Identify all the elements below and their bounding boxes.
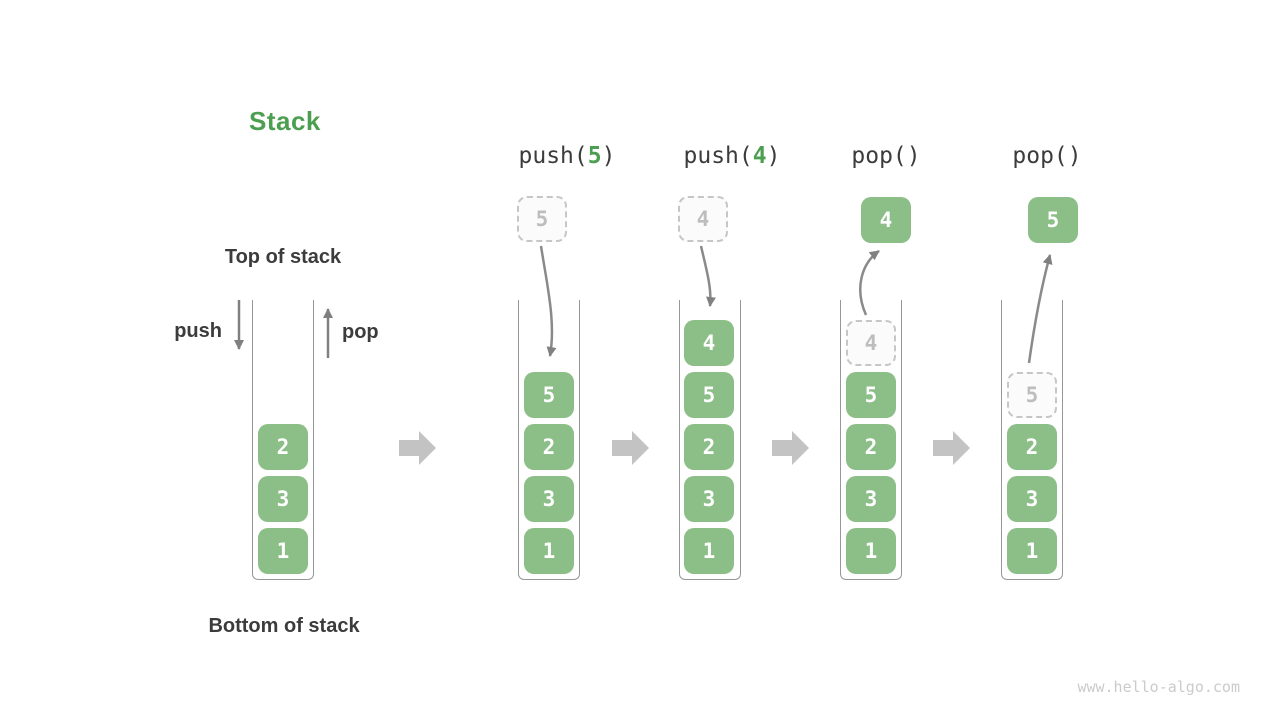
push-label: push [174,320,222,342]
stack-cell: 3 [684,476,734,522]
stack-cell: 2 [524,424,574,470]
incoming-value-cell: 5 [517,196,567,242]
stack-cell: 2 [684,424,734,470]
op-text: push( [683,143,753,169]
op-text: pop( [851,143,907,169]
op-arg: 5 [587,143,602,169]
stack-container-after-push-4 [679,300,741,580]
op-text: ) [766,143,781,169]
op-text: pop( [1012,143,1068,169]
top-of-stack-label: Top of stack [224,246,342,268]
operation-label-push-4: push(4) [642,141,822,171]
stack-container-after-push-5 [518,300,580,580]
stack-container-after-pop-5 [1001,300,1063,580]
diagram-title: Stack [249,106,321,136]
stack-cell: 3 [524,476,574,522]
stack-cell: 2 [258,424,308,470]
op-text: ) [601,143,616,169]
pop-label: pop [342,321,379,343]
incoming-value-cell: 4 [678,196,728,242]
ghost-cell: 4 [846,320,896,366]
stack-cell: 1 [846,528,896,574]
stack-cell: 1 [524,528,574,574]
transition-arrow-icon [399,431,436,465]
stack-container-initial [252,300,314,580]
stack-cell: 3 [846,476,896,522]
stack-container-after-pop-4 [840,300,902,580]
stack-cell: 2 [1007,424,1057,470]
op-text: ) [906,143,921,169]
stack-cell: 5 [846,372,896,418]
transition-arrow-icon [772,431,809,465]
stack-cell: 5 [524,372,574,418]
operation-label-pop-2: pop() [957,141,1137,171]
stack-cell: 1 [684,528,734,574]
operation-label-pop-1: pop() [796,141,976,171]
bottom-of-stack-label: Bottom of stack [208,615,360,637]
operation-label-push-5: push(5) [477,141,657,171]
stack-cell: 1 [1007,528,1057,574]
stack-cell: 1 [258,528,308,574]
stack-cell: 5 [684,372,734,418]
op-arg: 4 [752,143,767,169]
popped-value-cell: 5 [1028,197,1078,243]
op-text: ) [1067,143,1082,169]
stack-cell: 3 [1007,476,1057,522]
stack-cell: 4 [684,320,734,366]
stack-cell: 3 [258,476,308,522]
ghost-cell: 5 [1007,372,1057,418]
push-curve-arrow-icon [699,245,716,307]
transition-arrow-icon [933,431,970,465]
stack-cell: 2 [846,424,896,470]
watermark: www.hello-algo.com [1077,678,1240,696]
op-text: push( [518,143,588,169]
popped-value-cell: 4 [861,197,911,243]
transition-arrow-icon [612,431,649,465]
